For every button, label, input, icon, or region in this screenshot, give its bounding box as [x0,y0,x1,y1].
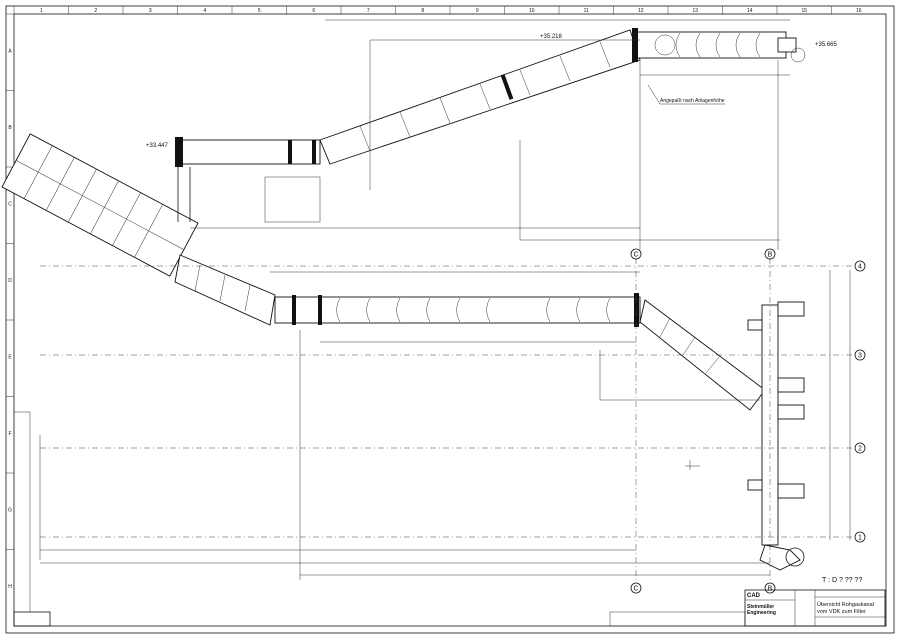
fan-icon [785,547,805,567]
grid-axis-b: B [768,252,773,259]
grid-axis-1: 1 [858,535,862,542]
ruler-label: D [8,278,12,284]
ruler-label: G [8,507,12,513]
elevation-left: +33.447 [146,143,169,149]
ruler-label: 16 [856,8,862,14]
ruler-label: 12 [638,8,644,14]
duct-horizontal-right [635,31,787,59]
ruler-label: 2 [94,8,97,14]
branch-outlets [747,301,805,499]
ruler-label: H [8,584,12,590]
ruler-label: 1 [40,8,43,14]
ruler-label: 7 [367,8,370,14]
duct-diagonal-left [174,254,276,326]
elevation-view: +35.665 +35.218 +33.447 Angepaßt nach An… [1,19,838,277]
company-line1: Steinmüller [747,604,774,610]
elevation-top-right: +35.665 [815,42,838,48]
cad-label: CAD [747,593,761,599]
ruler-label: C [8,201,12,207]
duct-horizontal-left [177,139,321,165]
ruler-label: F [8,431,11,437]
ruler-label: 8 [421,8,424,14]
duct-main-horizontal [274,296,641,324]
ruler-label: 5 [258,8,261,14]
ruler-label: A [8,48,12,54]
grid-axis-c: C [633,252,638,259]
drawing-title-line2: vom VDK zum Filter [817,609,866,615]
ruler-label: B [8,125,12,131]
ruler-label: 4 [203,8,206,14]
grid-axis-c-bottom: C [633,586,638,593]
grid-axis-4: 4 [858,264,862,271]
ruler-label: 11 [584,8,589,14]
flange [175,137,183,167]
ruler-label: 10 [529,8,535,14]
company-line2: Engineering [747,610,776,616]
support-frame [264,176,321,223]
drawing-title-line1: Übersicht Rohgaskanal [817,601,874,608]
title-block: CAD Steinmüller Engineering Übersicht Ro… [744,589,886,627]
ruler-label: 3 [149,8,152,14]
ruler-label: 9 [476,8,479,14]
leader-note: Angepaßt nach Anlagenhöhe [660,98,725,104]
grid-axis-b-bottom: B [768,586,773,593]
stamp-text: T : D ? ?? ?? [822,577,862,584]
side-ruler: A B C D E F G H [6,13,14,590]
duct-diagonal-right [639,299,766,411]
ruler-label: 6 [312,8,315,14]
revision-table [13,611,51,627]
ruler-label: 14 [747,8,753,14]
grid-axis-3: 3 [858,353,862,360]
ruler-label: E [8,354,12,360]
grid-axis-2: 2 [858,446,862,453]
revision-strip [609,611,746,627]
inlet-duct-block [1,133,199,277]
duct-inclined [319,29,641,165]
elevation-top-middle: +35.218 [540,34,563,40]
ruler-label: 13 [692,8,698,14]
plan-view: 4 3 2 1 C B C B T : D ? ?? ?? [39,248,866,594]
ruler-label: 15 [801,8,807,14]
